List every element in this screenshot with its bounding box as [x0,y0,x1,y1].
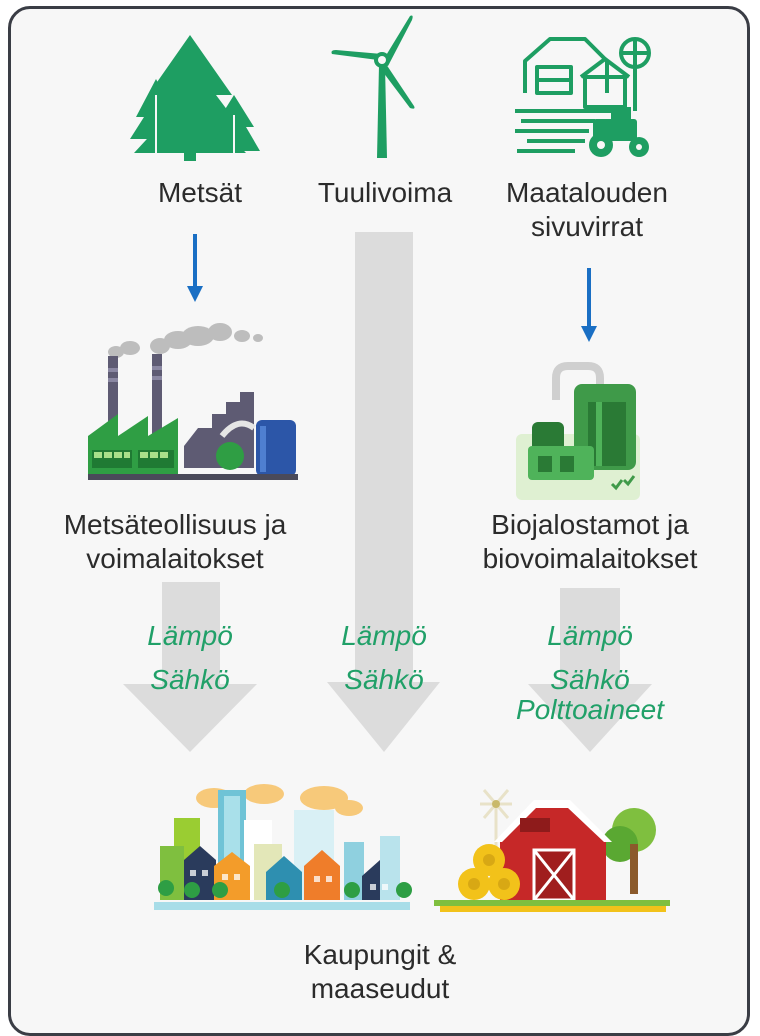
label-forests: Metsät [157,177,243,208]
label-destination-line1: Kaupungit & [303,939,457,970]
wind-turbine-icon [331,15,415,158]
flow-center-heat: Lämpö [341,620,427,651]
label-agriculture-line2: sivuvirrat [530,211,643,242]
biorefinery-icon [516,362,640,500]
label-destination-line2: maaseudut [310,973,450,1004]
label-agriculture-line1: Maatalouden [506,177,668,208]
flow-center-electricity: Sähkö [344,664,424,695]
label-wind-power: Tuulivoima [317,177,453,208]
flow-right-electricity: Sähkö [550,664,630,695]
label-forest-industry-line2: voimalaitokset [86,543,264,574]
label-forest-industry-line1: Metsäteollisuus ja [63,509,287,540]
flow-right-fuels: Polttoaineet [516,694,664,725]
label-biorefineries-line2: biovoimalaitokset [482,543,698,574]
farm-icon [515,37,651,157]
label-biorefineries-line1: Biojalostamot ja [491,509,689,540]
flow-left-electricity: Sähkö [150,664,230,695]
forest-icon [130,35,260,161]
city-icon [154,784,412,910]
flow-right-heat: Lämpö [547,620,633,651]
forest-industry-plant-icon [88,323,298,480]
flow-left-heat: Lämpö [147,620,233,651]
countryside-barn-icon [434,789,670,912]
